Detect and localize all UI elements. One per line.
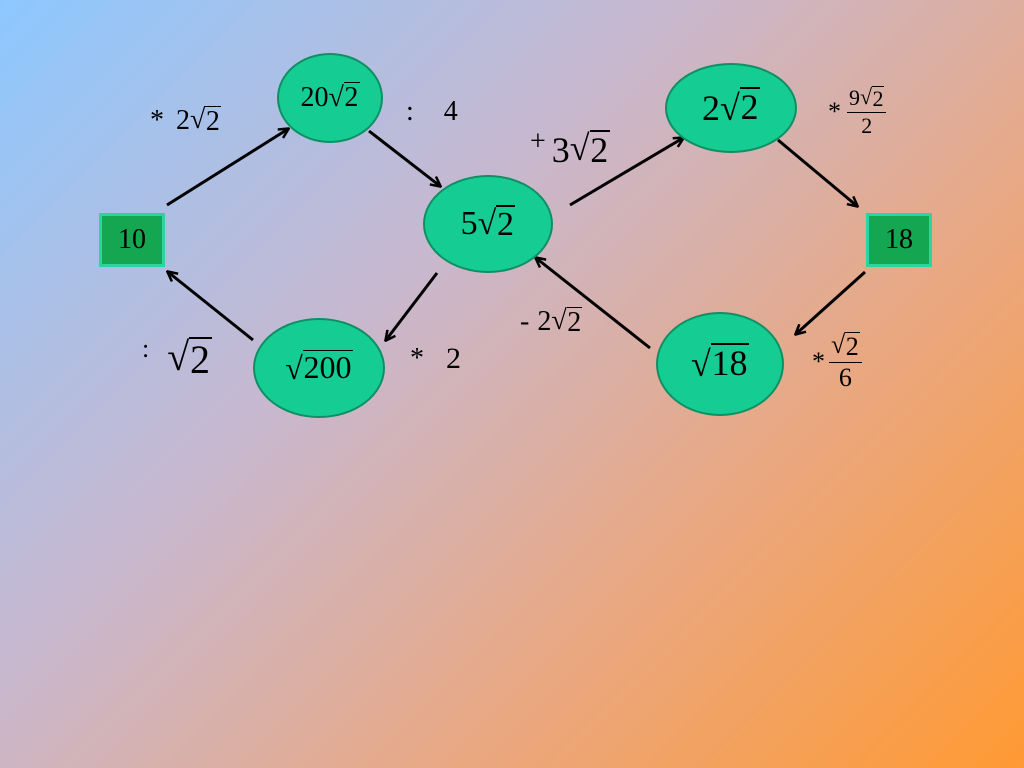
sqrt-icon: √: [831, 330, 846, 359]
arrow-2root2-to-18: [777, 138, 857, 206]
start-box-value: 10: [118, 224, 146, 255]
op-divide-4: :4: [406, 96, 458, 127]
end-box-18: 18: [866, 213, 932, 267]
node-root200: √200: [253, 318, 385, 418]
sqrt-icon: √: [569, 128, 590, 169]
arrow-20root2-to-5root2: [368, 129, 440, 186]
node-2root2: 2√2: [665, 63, 797, 153]
expr-5root2: 5√2: [460, 205, 516, 243]
op-multiply-2root2: *2√2: [150, 104, 222, 137]
sqrt-icon: √: [551, 305, 567, 336]
expr-root18: √18: [691, 343, 749, 384]
sqrt-icon: √: [167, 334, 190, 379]
node-5root2: 5√2: [423, 175, 553, 273]
sqrt-icon: √: [477, 205, 497, 242]
op-divide-root2: :√2: [142, 334, 212, 382]
op-multiply-9root2-over-2: * 9√2 2: [828, 84, 887, 137]
arrow-root200-to-10: [168, 272, 254, 342]
expr-2root2: 2√2: [702, 87, 760, 128]
sqrt-icon: √: [328, 82, 344, 113]
start-box-10: 10: [99, 213, 165, 267]
arrow-18-to-root18: [796, 270, 867, 334]
sqrt-icon: √: [190, 104, 206, 135]
arrow-root18-to-5root2: [536, 258, 651, 350]
sqrt-icon: √: [691, 344, 711, 384]
sqrt-icon: √: [720, 88, 740, 128]
sqrt-icon: √: [285, 349, 303, 386]
end-box-value: 18: [885, 224, 913, 255]
arrow-10-to-20root2: [166, 129, 288, 207]
sqrt-icon: √: [860, 84, 873, 109]
node-root18: √18: [656, 312, 784, 416]
node-20root2: 20√2: [277, 53, 383, 143]
fraction-9root2-over-2: 9√2 2: [847, 84, 887, 137]
arrow-5root2-to-root200: [386, 272, 439, 340]
expr-20root2: 20√2: [300, 82, 360, 113]
expr-root200: √200: [285, 348, 353, 386]
arrow-5root2-to-2root2: [569, 138, 683, 207]
op-multiply-2: *2: [410, 342, 461, 375]
op-minus-2root2: -2√2: [520, 305, 583, 338]
fraction-root2-over-6: √2 6: [829, 332, 862, 391]
op-plus-3root2: +3√2: [530, 126, 610, 171]
op-multiply-root2-over-6: * √2 6: [812, 332, 862, 391]
